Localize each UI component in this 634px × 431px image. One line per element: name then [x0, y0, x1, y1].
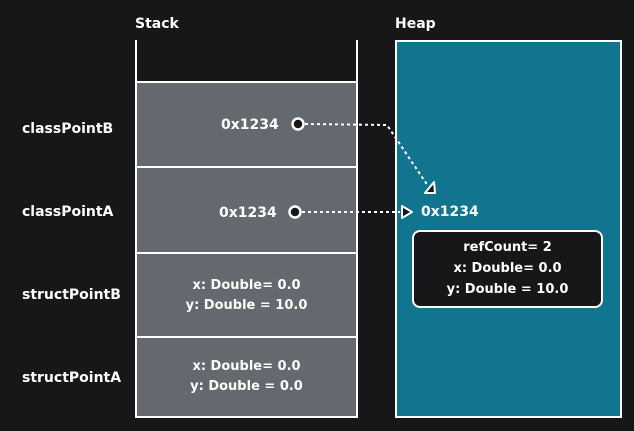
- struct-line: y: Double = 0.0: [190, 379, 303, 394]
- struct-line: x: Double= 0.0: [192, 278, 301, 293]
- stack-header: Stack: [135, 16, 179, 32]
- label-classPointA: classPointA: [22, 204, 114, 220]
- heap-header: Heap: [395, 16, 436, 32]
- struct-line: y: Double = 10.0: [185, 298, 308, 313]
- label-classPointB: classPointB: [22, 121, 114, 137]
- heap-object: refCount= 2 x: Double= 0.0 y: Double = 1…: [412, 230, 603, 308]
- pointer-dot-classPointA: [288, 205, 302, 219]
- stack-cell-structPointA: x: Double= 0.0 y: Double = 0.0: [135, 336, 358, 418]
- pointer-value-classPointB: 0x1234: [221, 117, 279, 133]
- heap-address: 0x1234: [421, 204, 479, 220]
- label-structPointA: structPointA: [22, 370, 122, 386]
- pointer-value-classPointA: 0x1234: [219, 205, 277, 221]
- label-structPointB: structPointB: [22, 287, 121, 303]
- object-line: x: Double= 0.0: [453, 261, 562, 276]
- pointer-dot-classPointB: [291, 117, 305, 131]
- arrowhead-classPointB: [424, 181, 436, 194]
- stack-cell-classPointB: 0x1234: [135, 81, 358, 168]
- struct-line: x: Double= 0.0: [192, 359, 301, 374]
- heap-region: [395, 40, 622, 418]
- arrowhead-classPointA: [401, 205, 413, 219]
- object-line: y: Double = 10.0: [446, 282, 569, 297]
- object-line: refCount= 2: [463, 240, 552, 255]
- stack-cell-structPointB: x: Double= 0.0 y: Double = 10.0: [135, 252, 358, 338]
- pointer-line-classPointB: [304, 123, 429, 187]
- stack-cell-classPointA: 0x1234: [135, 166, 358, 254]
